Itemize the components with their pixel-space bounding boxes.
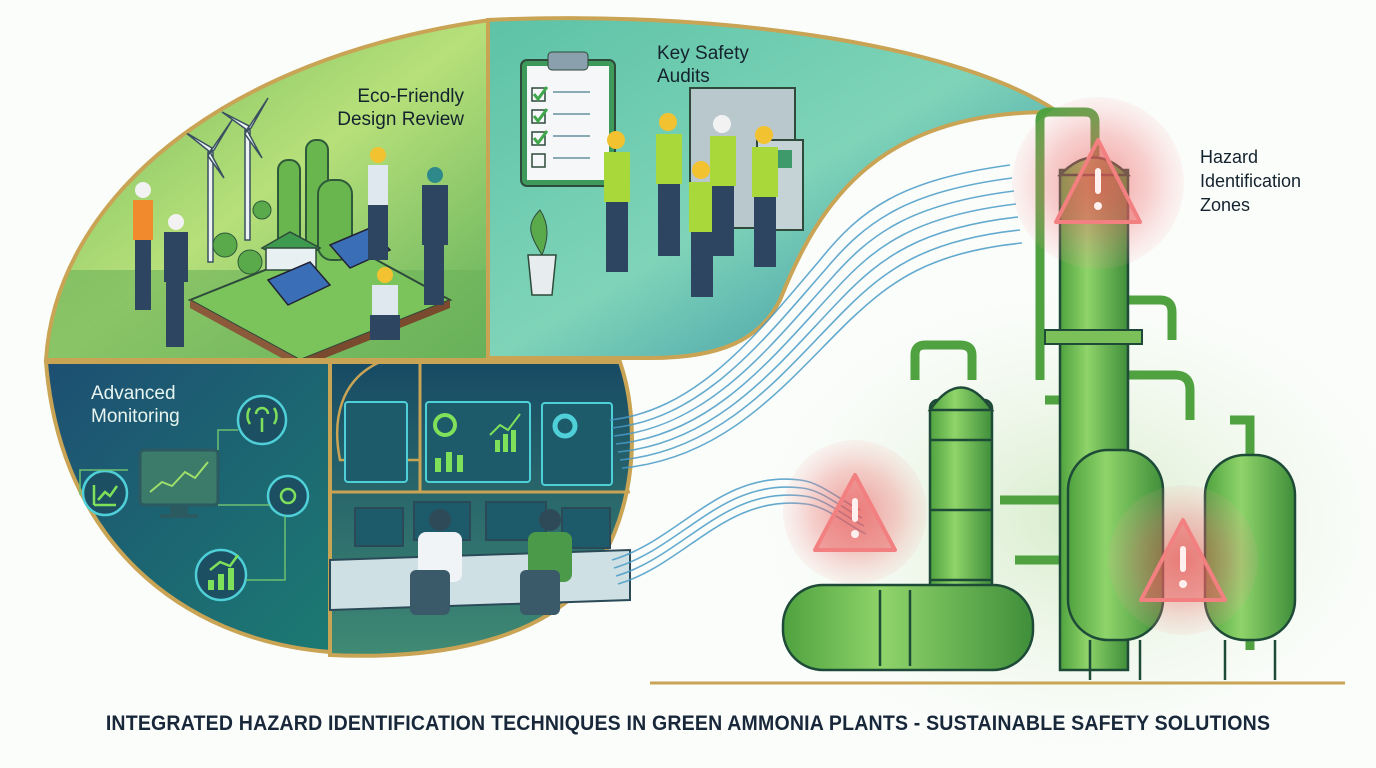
clipboard-checklist-icon — [520, 51, 616, 187]
eco-design-label-line2: Design Review — [337, 109, 464, 130]
control-room-panel — [328, 360, 634, 658]
monitoring-panel — [43, 360, 332, 655]
engineer-figures — [133, 147, 448, 347]
hazard-zones-label: Hazard Identification Zones — [1200, 145, 1301, 217]
eco-design-panel — [43, 17, 492, 362]
hazard-zone-right — [1108, 485, 1258, 635]
operator-figures — [410, 509, 572, 615]
warning-triangle-icon — [813, 473, 897, 552]
monitoring-label-line2: Monitoring — [91, 406, 180, 427]
warning-triangle-icon — [1054, 138, 1142, 224]
auditor-figures — [604, 113, 778, 297]
eco-design-label-line1: Eco-Friendly — [357, 86, 464, 107]
hazard-zone-left — [783, 440, 927, 584]
hazard-zones-label-line1: Hazard — [1200, 147, 1259, 167]
eco-design-label: Eco-Friendly Design Review — [337, 85, 464, 131]
hazard-zones-label-line2: Identification — [1200, 171, 1302, 191]
gear-icon — [266, 474, 310, 518]
hazard-zone-top — [1012, 97, 1184, 269]
wind-turbine-icon — [184, 97, 269, 263]
warning-triangle-icon — [1139, 518, 1227, 602]
safety-audits-panel — [486, 16, 1065, 360]
safety-audits-label: Key Safety Audits — [657, 42, 749, 88]
safety-audits-label-line2: Audits — [657, 66, 710, 87]
safety-audits-label-line1: Key Safety — [657, 43, 749, 64]
monitoring-label: Advanced Monitoring — [91, 382, 180, 428]
monitoring-label-line1: Advanced — [91, 383, 176, 404]
page-title: INTEGRATED HAZARD IDENTIFICATION TECHNIQ… — [105, 712, 1271, 735]
hazard-zones-label-line3: Zones — [1200, 195, 1251, 215]
